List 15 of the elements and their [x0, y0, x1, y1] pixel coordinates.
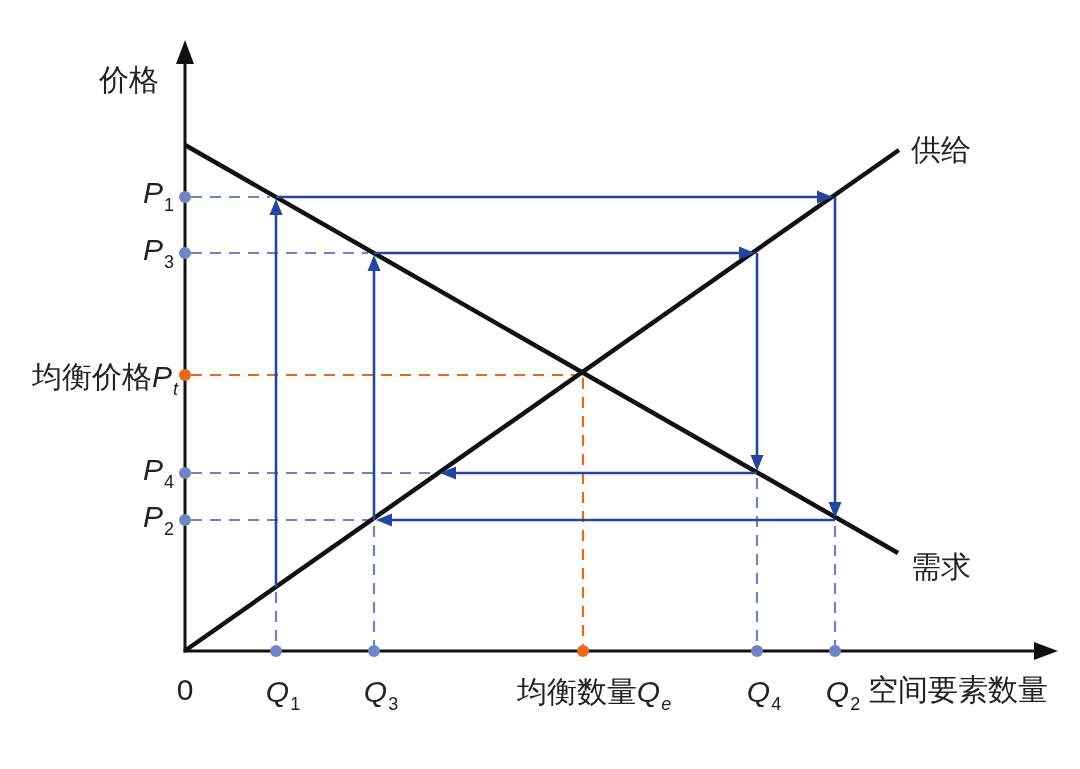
tick-label: P$_{4}$ [142, 452, 174, 488]
tick-label: Q$_{1}$ [265, 674, 301, 710]
tick-label: 均衡数量Q$_{e}$ [516, 674, 672, 710]
curve-label: 需求 [911, 549, 971, 585]
tick-label: Q$_{3}$ [363, 674, 399, 710]
tick-label: Q$_{2}$ [825, 674, 861, 710]
curve-label: 供给 [911, 132, 971, 168]
tick-label: P$_{3}$ [142, 232, 174, 268]
axis-label: 价格 [99, 62, 159, 98]
tick-label: Q$_{4}$ [746, 674, 782, 710]
tick-label: P$_{1}$ [142, 175, 174, 211]
tick-label: 均衡价格P$_{t}$ [31, 359, 178, 395]
axis-label: 空间要素数量 [868, 672, 1048, 708]
tick-label: P$_{2}$ [142, 499, 174, 535]
tick-label: 0 [176, 672, 194, 708]
